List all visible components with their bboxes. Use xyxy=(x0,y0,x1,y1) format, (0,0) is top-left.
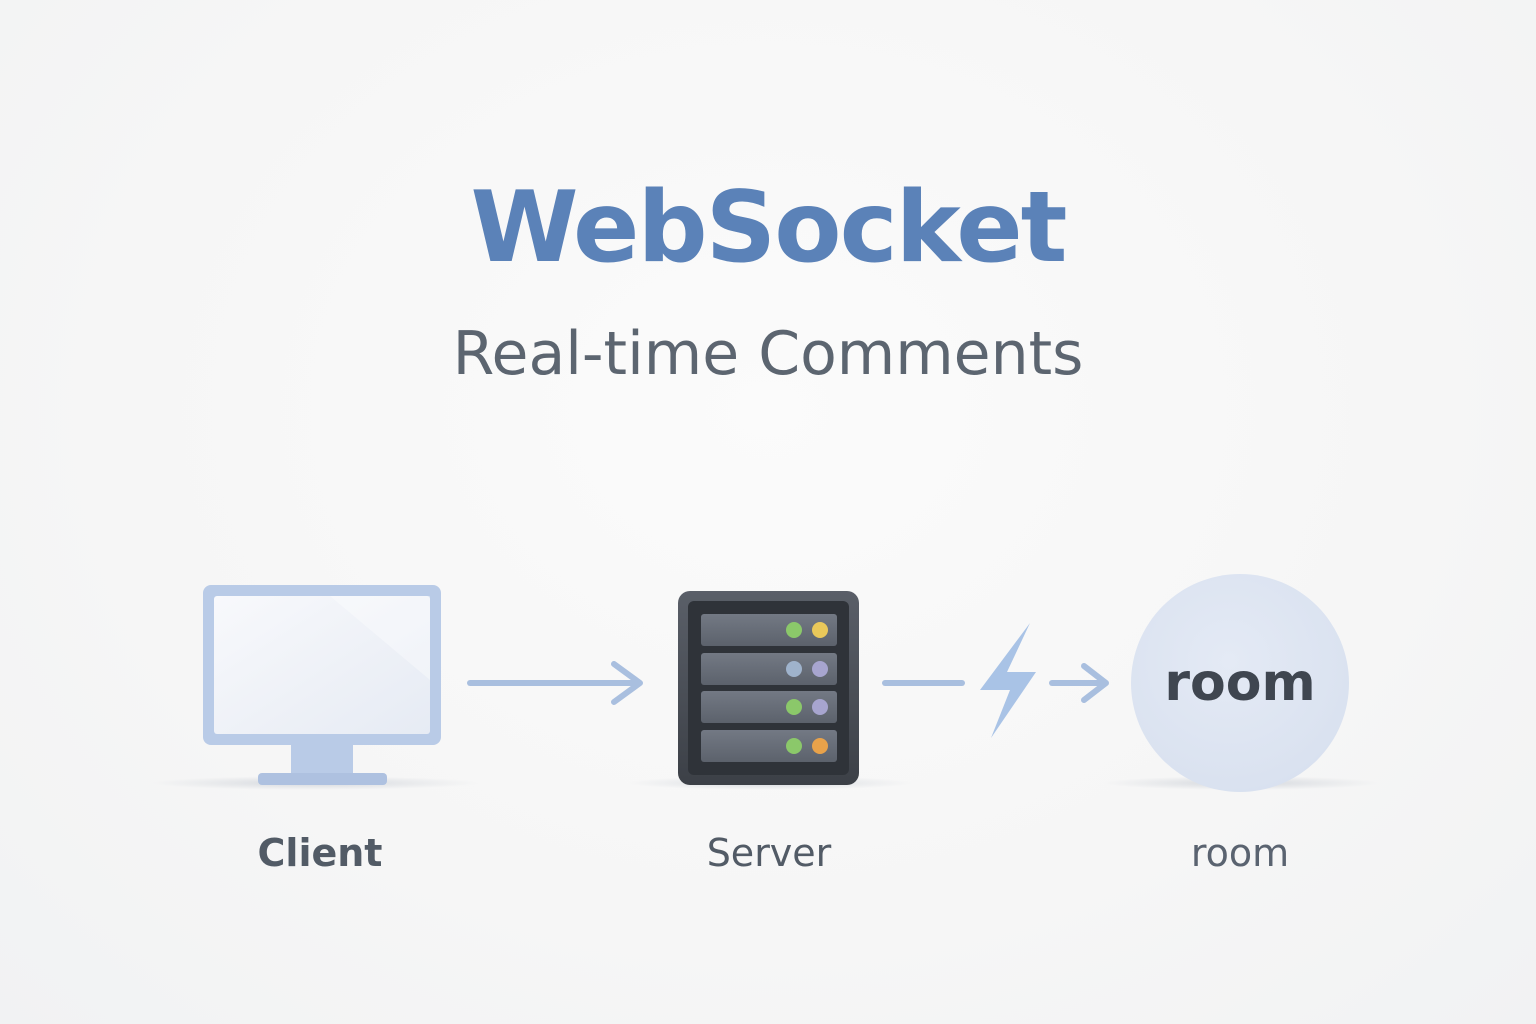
server-bay-4 xyxy=(701,730,837,762)
room-label: room xyxy=(1190,831,1290,875)
server-label: Server xyxy=(706,831,832,875)
room-circle: room xyxy=(1131,574,1349,792)
client-label: Client xyxy=(257,831,383,875)
diagram-subtitle: Real-time Comments xyxy=(452,319,1084,389)
server-bay-2 xyxy=(701,653,837,685)
server-bay-1 xyxy=(701,614,837,646)
arrow-client-to-server xyxy=(467,661,643,705)
arrow-to-room xyxy=(1049,663,1109,703)
server-bay-3 xyxy=(701,691,837,723)
lightning-bolt-icon xyxy=(980,623,1036,738)
server-rack-icon xyxy=(678,591,859,785)
room-bubble-text: room xyxy=(1164,653,1316,713)
monitor-icon xyxy=(203,585,441,785)
diagram-title: WebSocket xyxy=(470,171,1067,285)
